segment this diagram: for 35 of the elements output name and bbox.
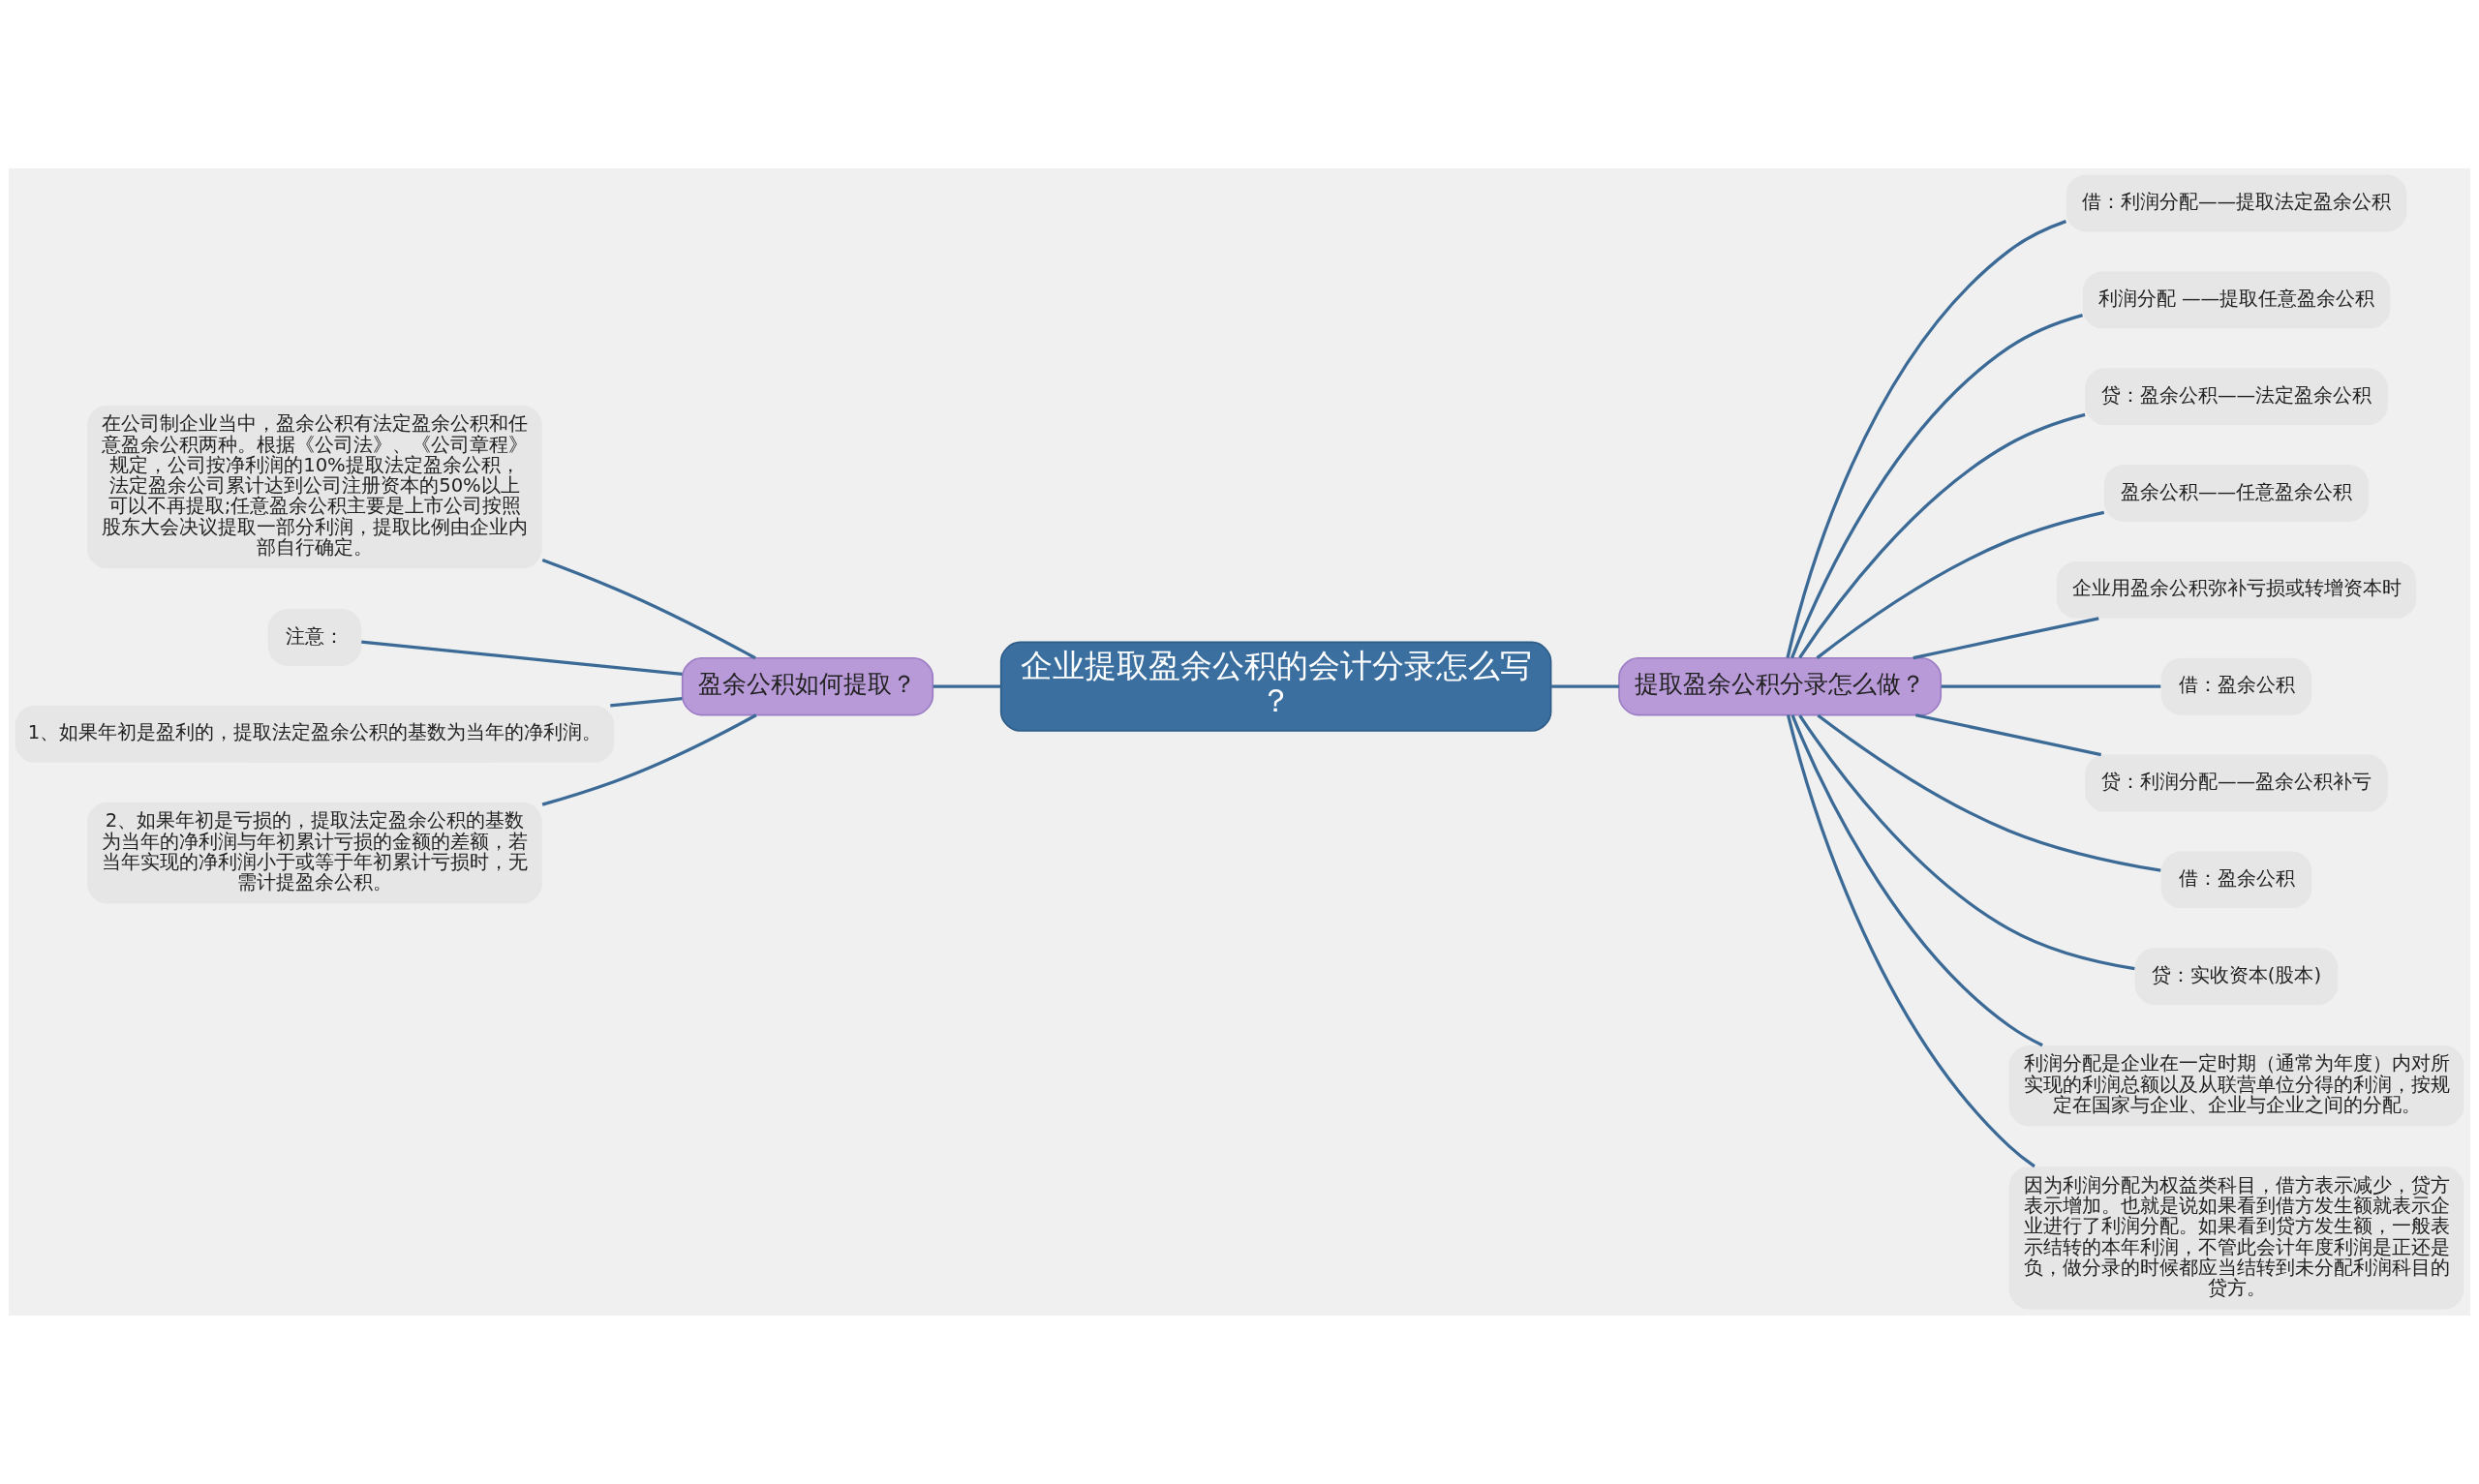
connector: [1816, 510, 2105, 659]
node-box: 在公司制企业当中，盈余公积有法定盈余公积和任意盈余公积两种。根据《公司法》、《公司章程》规定，公司按净利润的10%提取法定盈余公积，法定盈余公司累计达到公司注册资本的50%以上可以不再提取;任意盈余公积主要是上市公司按照股东大会决议提取一部分利润，提取比例由企业内部自行确定。: [87, 405, 542, 569]
node-box: 2、如果年初是亏损的，提取法定盈余公积的基数为当年的净利润与年初累计亏损的金额的差额，若当年实现的净利润小于或等于年初累计亏损时，无需计提盈余公积。: [87, 802, 542, 904]
connector: [1790, 714, 2043, 1047]
connector: [1798, 412, 2086, 659]
connector: [1941, 684, 2161, 688]
node-box: 利润分配 ——提取任意盈余公积: [2082, 271, 2391, 329]
node-box: 借：利润分配——提取法定盈余公积: [2066, 174, 2407, 232]
connector: [1798, 714, 2135, 971]
node-box: 企业用盈余公积弥补亏损或转增资本时: [2056, 560, 2417, 619]
node-box: 贷：利润分配——盈余公积补亏: [2085, 754, 2388, 812]
connector: [610, 697, 683, 708]
node-box: 因为利润分配为权益类科目，借方表示减少，贷方表示增加。也就是说如果看到借方发生额就表示企业进行了利润分配。如果看到贷方发生额，一般表示结转的本年利润，不管此会计年度利润是正还是负，做分录的时候都应当结转到未分配利润科目的贷方。: [2008, 1166, 2464, 1310]
node-box: 利润分配是企业在一定时期（通常为年度）内对所实现的利润总额以及从联营单位分得的利润，按规定在国家与企业、企业与企业之间的分配。: [2008, 1045, 2464, 1127]
connector: [541, 558, 756, 660]
node-box: 提取盈余公积分录怎么做？: [1618, 656, 1943, 716]
connector: [1551, 684, 1619, 688]
connector: [361, 640, 683, 676]
node-box: 注意：: [267, 609, 362, 666]
connector: [1913, 617, 2099, 660]
connector: [933, 684, 1001, 688]
connector: [1914, 713, 2102, 757]
connector: [1786, 220, 2066, 658]
connector: [1786, 714, 2035, 1168]
node-box: 贷：实收资本(股本): [2134, 948, 2339, 1006]
node-box: 1、如果年初是盈利的，提取法定盈余公积的基数为当年的净利润。: [15, 705, 615, 763]
node-box: 盈余公积——任意盈余公积: [2103, 465, 2370, 522]
connector: [541, 713, 757, 806]
node-box: 企业提取盈余公积的会计分录怎么写？: [999, 641, 1552, 732]
connector: [1817, 713, 2161, 872]
node-box: 盈余公积如何提取？: [681, 656, 934, 716]
connector: [1790, 314, 2083, 659]
node-box: 贷：盈余公积——法定盈余公积: [2085, 368, 2388, 426]
node-box: 借：盈余公积: [2160, 851, 2312, 909]
node-box: 借：盈余公积: [2160, 657, 2312, 715]
